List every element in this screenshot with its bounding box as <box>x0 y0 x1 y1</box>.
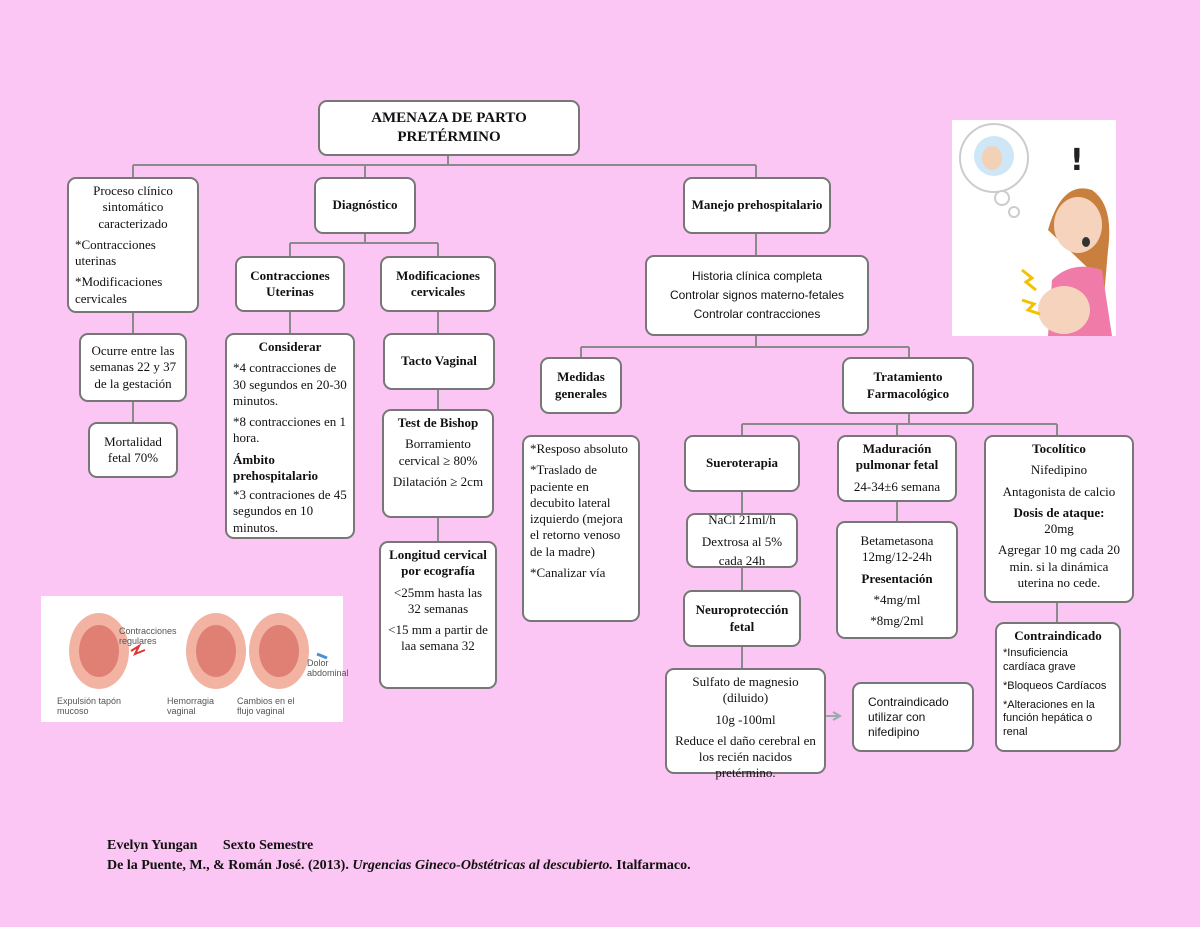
lung-maturation-box: Maduración pulmonar fetal 24-34±6 semana <box>837 435 957 502</box>
dose-item: 20mg <box>1044 521 1074 536</box>
contractions-label: Contracciones regulares <box>119 626 177 646</box>
clinical-item-cervical: *Modificaciones cervicales <box>75 274 163 306</box>
consider-item: *8 contracciones en 1 hora. <box>233 414 346 446</box>
pharma-treatment-box: Tratamiento Farmacológico <box>842 357 974 414</box>
consider-box: Considerar *4 contracciones de 30 segund… <box>225 333 355 539</box>
page-title: AMENAZA DE PARTO PRETÉRMINO <box>371 110 527 145</box>
mortality-text: Mortalidad fetal 70% <box>104 433 162 465</box>
tocolytic-label: Tocolítico <box>1032 441 1086 456</box>
betamethasone-box: Betametasona 12mg/12-24h Presentación *4… <box>836 521 958 639</box>
serotherapy-item: NaCl 21ml/h <box>708 512 776 528</box>
pregnant-woman-icon: ! <box>959 123 1112 336</box>
weeks-text: Ocurre entre las semanas 22 y 37 de la g… <box>89 343 177 391</box>
mucus-plug-label: Expulsión tapón mucoso <box>57 696 122 716</box>
tocolytic-item: Nifedipino <box>1030 462 1088 478</box>
cervical-length-item: <25mm hasta las 32 semanas <box>393 584 483 616</box>
serotherapy-item: Dextrosa al 5% cada 24h <box>701 534 783 568</box>
general-measure-item: *Traslado de paciente en decubito latera… <box>530 462 623 559</box>
clinical-process-box: Proceso clínico sintomático caracterizad… <box>67 177 199 313</box>
author-name: Evelyn Yungan <box>107 838 198 853</box>
presentation-title: Presentación <box>861 570 933 586</box>
bishop-box: Test de Bishop Borramiento cervical ≥ 80… <box>382 409 494 518</box>
nifedipine-contra-box: Contraindicado utilizar con nifedipino <box>852 682 974 752</box>
tocolytic-contra-item: *Insuficiencia cardíaca grave <box>1003 647 1076 673</box>
prehosp-title: Ámbito prehospitalario <box>233 451 318 483</box>
lung-maturation-label: Maduración pulmonar fetal <box>855 441 939 473</box>
magnesium-item: Sulfato de magnesio (diluido) <box>692 674 799 706</box>
symptoms-illustration: Contracciones regulares Expulsión tapón … <box>41 596 349 722</box>
general-measures-label: Medidas generales <box>555 369 607 401</box>
bishop-item: Dilatación ≥ 2cm <box>392 473 484 489</box>
presentation-item: *8mg/2ml <box>870 613 924 628</box>
tocolytic-contra-item: *Bloqueos Cardíacos <box>1003 679 1107 692</box>
magnesium-box: Sulfato de magnesio (diluido) 10g -100ml… <box>665 668 826 780</box>
general-measures-box: Medidas generales <box>540 357 622 414</box>
serotherapy-box: Sueroterapia <box>684 435 800 492</box>
semester: Sexto Semestre <box>222 838 314 853</box>
citation-line: De la Puente, M., & Román José. (2013). … <box>107 858 691 874</box>
presentation-item: *4mg/ml <box>873 591 921 607</box>
citation-authors: De la Puente, M., & Román José. (2013). <box>107 858 349 873</box>
neuroprotection-label: Neuroprotección fetal <box>695 602 789 634</box>
history-item: Controlar signos materno-fetales <box>669 287 845 302</box>
uterine-contractions-box: Contracciones Uterinas <box>235 256 345 312</box>
cervical-modifications-box: Modificaciones cervicales <box>380 256 496 312</box>
general-measures-list: *Resposo absoluto *Traslado de paciente … <box>522 435 640 622</box>
pharma-treatment-label: Tratamiento Farmacológico <box>866 369 950 401</box>
clinical-heading: Proceso clínico sintomático caracterizad… <box>93 183 173 231</box>
cervical-length-title: Longitud cervical por ecografía <box>389 547 487 579</box>
general-measure-item: *Resposo absoluto <box>530 441 628 456</box>
citation-publisher: Italfarmaco. <box>616 858 691 873</box>
title-box: AMENAZA DE PARTO PRETÉRMINO <box>318 100 580 156</box>
history-box: Historia clínica completa Controlar sign… <box>645 255 869 336</box>
general-measure-item: *Canalizar vía <box>530 564 606 580</box>
dose-title: Dosis de ataque: <box>1013 504 1105 520</box>
tocolytic-contra-box: Contraindicado *Insuficiencia cardíaca g… <box>995 622 1121 752</box>
betamethasone-dose: Betametasona 12mg/12-24h <box>860 533 934 565</box>
vaginal-exam-label: Tacto Vaginal <box>401 353 477 369</box>
tocolytic-contra-item: *Alteraciones en la función hepática o r… <box>1003 698 1095 739</box>
diagnosis-box: Diagnóstico <box>314 177 416 234</box>
magnesium-item: Reduce el daño cerebral en los recién na… <box>675 732 816 781</box>
management-label: Manejo prehospitalario <box>691 197 823 213</box>
diagnosis-label: Diagnóstico <box>332 197 398 213</box>
clinical-item-contractions: *Contracciones uterinas <box>75 236 156 268</box>
nifedipine-contra-text: Contraindicado utilizar con nifedipino <box>868 694 949 739</box>
bishop-item: Borramiento cervical ≥ 80% <box>398 436 478 468</box>
bishop-title: Test de Bishop <box>397 415 479 430</box>
tocolytic-item: Antagonista de calcio <box>1002 483 1116 499</box>
magnesium-item: 10g -100ml <box>715 711 776 727</box>
uterus-icon <box>69 613 328 689</box>
management-box: Manejo prehospitalario <box>683 177 831 234</box>
flow-change-label: Cambios en el flujo vaginal <box>237 696 295 716</box>
neuroprotection-box: Neuroprotección fetal <box>683 590 801 647</box>
hemorrhage-label: Hemorragia vaginal <box>167 696 215 716</box>
serotherapy-items-box: NaCl 21ml/h Dextrosa al 5% cada 24h <box>686 512 798 568</box>
prehosp-item: *3 contraciones de 45 segundos en 10 min… <box>233 487 347 535</box>
weeks-box: Ocurre entre las semanas 22 y 37 de la g… <box>79 333 187 402</box>
uterine-contractions-label: Contracciones Uterinas <box>250 267 330 299</box>
svg-text:!: ! <box>1070 143 1084 178</box>
tocolytic-contra-title: Contraindicado <box>1014 628 1102 643</box>
history-item: Historia clínica completa <box>691 268 823 283</box>
pregnant-woman-illustration: ! <box>952 120 1116 336</box>
consider-title: Considerar <box>258 339 322 354</box>
dose-item: Agregar 10 mg cada 20 min. si la dinámic… <box>997 542 1120 590</box>
lung-maturation-weeks: 24-34±6 semana <box>853 478 941 494</box>
history-item: Controlar contracciones <box>693 307 821 322</box>
citation-title: Urgencias Gineco-Obstétricas al descubie… <box>352 858 613 873</box>
cervical-length-box: Longitud cervical por ecografía <25mm ha… <box>379 541 497 689</box>
serotherapy-label: Sueroterapia <box>706 455 778 471</box>
author-line: Evelyn Yungan Sexto Semestre <box>107 838 313 854</box>
consider-item: *4 contracciones de 30 segundos en 20-30… <box>233 360 347 408</box>
vaginal-exam-box: Tacto Vaginal <box>383 333 495 390</box>
mortality-box: Mortalidad fetal 70% <box>88 422 178 478</box>
cervical-modifications-label: Modificaciones cervicales <box>396 267 480 299</box>
cervical-length-item: <15 mm a partir de laa semana 32 <box>388 622 488 654</box>
tocolytic-box: Tocolítico Nifedipino Antagonista de cal… <box>984 435 1134 603</box>
abdominal-pain-label: Dolor abdominal <box>307 658 349 678</box>
